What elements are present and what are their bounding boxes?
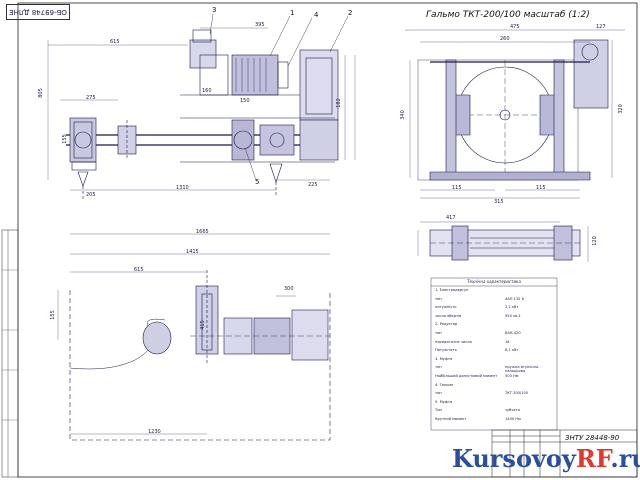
spec-key: 3. Муфта [435,356,453,361]
spec-key: Крутний момент [435,417,467,421]
spec-key: передаточне число [435,339,472,344]
spec-value: 500 Нм [505,374,519,378]
dim-120: 120 [591,236,598,246]
spec-value: ТКТ 200/100 [505,391,529,396]
plan-view [57,233,331,441]
dim-115-left: 115 [452,185,462,191]
dim-615: 615 [110,39,120,45]
watermark-logo: KursovoyRF.ru [452,444,640,473]
dim-150: 150 [240,98,250,104]
spec-value: В4Н-420 [505,331,521,335]
spec-value: 2,2 кВт [505,305,519,310]
dim-615-plan: 615 [134,267,144,273]
dim-1665: 1665 [196,229,209,235]
dim-300: 300 [284,286,294,292]
spec-key: 4. Гальмо [435,382,454,387]
spec-value: зубчата [505,408,520,413]
dim-260: 260 [500,36,510,42]
callout-4: 4 [314,11,319,19]
dim-1415: 1415 [186,249,199,255]
callout-3: 3 [212,6,217,14]
dim-415: 415 [199,320,206,330]
main-elevation-view [47,13,356,200]
dim-1310: 1310 [176,185,189,191]
brake-view-title: Гальмо ТКТ-200/100 масштаб (1:2) [426,10,590,20]
dim-155: 155 [61,134,68,144]
spec-key: 5. Муфта [435,399,453,404]
dim-275: 275 [86,95,96,101]
spec-key: Найбільший допустимий момент [435,374,498,378]
dim-160: 160 [202,88,212,94]
dim-315: 315 [494,199,504,205]
spec-value: пружна втулочно-пальцьова [505,365,540,374]
dim-155-plan: 155 [49,310,56,320]
spec-key: 1. Електродвигун [435,288,469,292]
dim-320: 320 [617,104,624,114]
title-block-frame [491,429,638,478]
dim-340: 340 [399,110,406,120]
spec-key: Потужність [435,348,457,353]
dim-225: 225 [308,182,318,188]
dim-395: 395 [255,22,265,28]
spec-key: тип [435,296,442,301]
spec-title: Технічна характеристика [467,279,521,284]
brake-elevation-view [405,29,625,199]
dim-115-right: 115 [536,185,546,191]
spec-value: 6,1 кВт [505,348,519,353]
spec-key: тип [435,391,442,396]
spec-key: Тип [435,408,442,413]
callout-2: 2 [348,9,353,17]
dim-205: 205 [86,192,96,198]
document-code: ЗНТУ 28448-90 [565,434,620,442]
spec-value: 16 [505,339,510,344]
spec-key: тип [435,365,442,370]
dim-127: 127 [596,24,606,30]
callout-1: 1 [290,9,295,17]
spec-value: 950 хв-1 [505,313,521,318]
dim-1230: 1230 [148,429,161,435]
spec-key: 2. Редуктор [435,322,458,327]
spec-key: число обертів [435,313,462,318]
callout-5: 5 [255,178,260,186]
dim-182: 182 [335,98,342,108]
spec-key: потужність [435,305,457,310]
dim-805: 805 [37,88,44,98]
spec-value: 4АП 132 6 [505,296,524,301]
spec-key: тип [435,331,442,335]
brake-plan-view [417,221,589,262]
drawing-stamp: ОБ-69748 ДЛНЕ [6,4,70,20]
spec-table: Технічна характеристика 1. Електродвигун… [431,278,557,430]
spec-value: 1400 Нм [505,417,521,421]
dim-417: 417 [446,215,456,221]
dim-475: 475 [510,24,520,30]
